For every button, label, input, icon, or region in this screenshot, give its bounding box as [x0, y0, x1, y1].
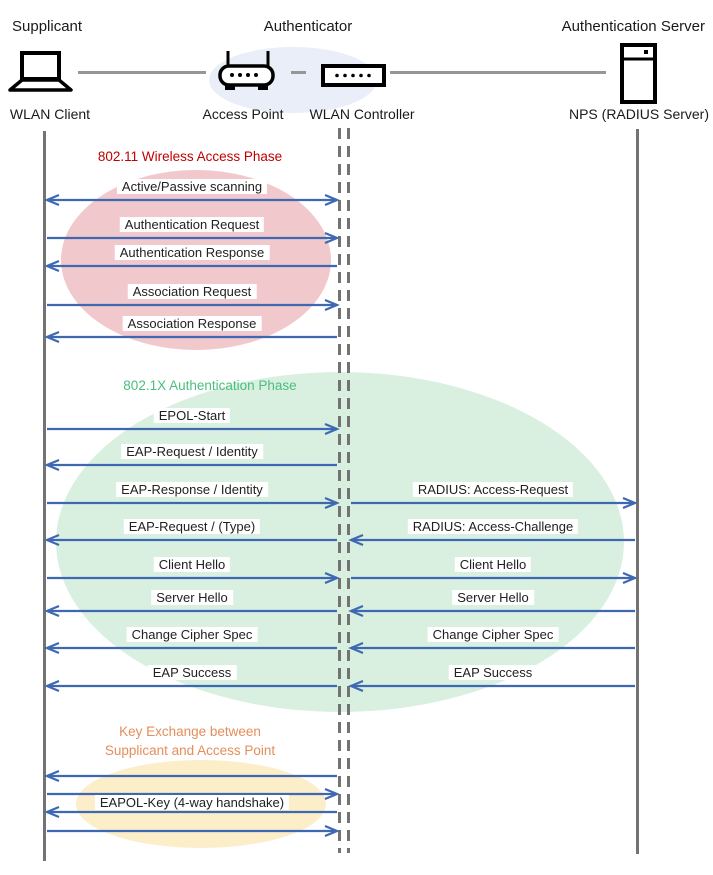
- message-label: EAP-Request / (Type): [123, 519, 261, 534]
- node-label-wlan-client: WLAN Client: [9, 106, 91, 122]
- node-label-nps-radius-server: NPS (RADIUS Server): [568, 106, 710, 122]
- lifeline-wlan-controller-right: [347, 128, 350, 853]
- node-label-wlan-controller: WLAN Controller: [309, 106, 415, 122]
- connector-wlc-server: [390, 71, 606, 74]
- role-label-authentication-server: Authentication Server: [561, 18, 705, 35]
- message-label: EAPOL-Key (4-way handshake): [94, 795, 290, 810]
- message-label: EAP Success: [448, 665, 538, 680]
- lifeline-wlan-client: [43, 131, 46, 861]
- message-label: RADIUS: Access-Challenge: [407, 519, 579, 534]
- phase-title-80211-wireless-access: 802.11 Wireless Access Phase: [97, 149, 283, 164]
- access-point-icon: [214, 48, 284, 99]
- phase-title-key-exchange-line2: Supplicant and Access Point: [104, 743, 276, 758]
- message-label: Active/Passive scanning: [116, 179, 268, 194]
- server-icon: [618, 42, 660, 109]
- connector-ap-wlc: [291, 71, 306, 74]
- message-label: Client Hello: [153, 557, 231, 572]
- phase-title-key-exchange: Key Exchange between Supplicant and Acce…: [40, 722, 340, 760]
- phase-title-key-exchange-line1: Key Exchange between: [119, 724, 261, 739]
- message-label: Authentication Response: [114, 245, 270, 260]
- role-label-supplicant: Supplicant: [12, 18, 83, 35]
- node-label-access-point: Access Point: [202, 106, 284, 122]
- message-label: Association Request: [127, 284, 257, 299]
- message-label: Change Cipher Spec: [126, 627, 258, 642]
- message-label: Server Hello: [452, 590, 534, 605]
- message-label: Client Hello: [454, 557, 532, 572]
- connector-client-ap: [78, 71, 206, 74]
- laptop-icon: [8, 50, 76, 99]
- message-label: RADIUS: Access-Request: [412, 482, 574, 497]
- message-label: EAP-Response / Identity: [116, 482, 268, 497]
- role-label-authenticator: Authenticator: [263, 18, 353, 35]
- message-label: Server Hello: [151, 590, 233, 605]
- lifeline-nps-server: [636, 129, 639, 854]
- wlan-controller-icon: [318, 62, 390, 95]
- message-label: Authentication Request: [119, 217, 265, 232]
- message-label: EAP Success: [147, 665, 237, 680]
- message-label: Association Response: [122, 316, 262, 331]
- phase-title-8021x-authentication: 802.1X Authentication Phase: [123, 378, 297, 393]
- lifeline-wlan-controller-left: [338, 128, 341, 853]
- message-label: Change Cipher Spec: [427, 627, 559, 642]
- message-label: EPOL-Start: [153, 408, 231, 423]
- message-label: EAP-Request / Identity: [121, 444, 263, 459]
